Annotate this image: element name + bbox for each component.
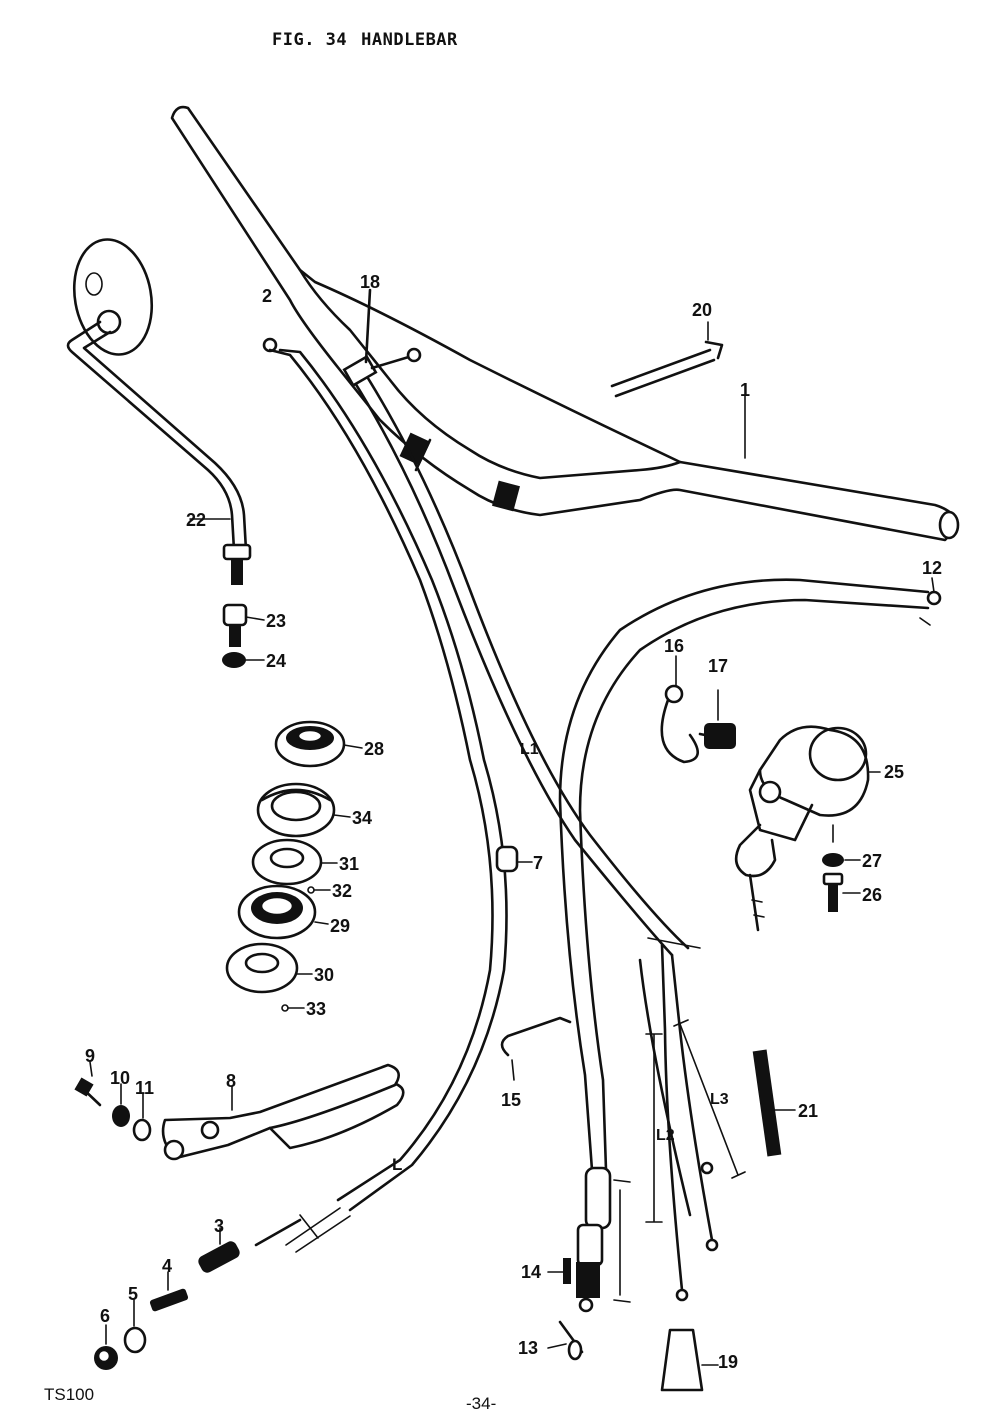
callout-28: 28 <box>364 739 384 759</box>
callout-32: 32 <box>332 881 352 901</box>
callout-12: 12 <box>922 558 942 578</box>
dimension-L: L <box>392 1155 402 1174</box>
callout-13: 13 <box>518 1338 538 1358</box>
callout-2: 2 <box>262 286 272 306</box>
callout-15: 15 <box>501 1090 521 1110</box>
callout-18: 18 <box>360 272 380 292</box>
callout-19: 19 <box>718 1352 738 1372</box>
dimension-marks <box>645 937 746 1223</box>
small-parts <box>500 321 796 1392</box>
callout-6: 6 <box>100 1306 110 1326</box>
steering-bearing-stack <box>225 720 363 1012</box>
figure-title: FIG. 34 HANDLEBAR <box>272 30 472 50</box>
callout-1: 1 <box>740 380 750 400</box>
callout-25: 25 <box>884 762 904 782</box>
callout-7: 7 <box>533 853 543 873</box>
callout-34: 34 <box>352 808 372 828</box>
figure-name: HANDLEBAR <box>361 30 458 50</box>
callout-33: 33 <box>306 999 326 1019</box>
ignition-switch <box>734 725 881 932</box>
callout-14: 14 <box>521 1262 541 1282</box>
callout-24: 24 <box>266 651 286 671</box>
callout-8: 8 <box>226 1071 236 1091</box>
callout-10: 10 <box>110 1068 130 1088</box>
callout-11: 11 <box>135 1078 154 1098</box>
callout-23: 23 <box>266 611 286 631</box>
callout-21: 21 <box>798 1101 818 1121</box>
mirror <box>66 238 252 585</box>
callout-27: 27 <box>862 851 882 871</box>
callout-16: 16 <box>664 636 684 656</box>
figure-number: FIG. 34 <box>272 30 348 50</box>
callout-5: 5 <box>128 1284 138 1304</box>
dimension-L1: L1 <box>520 741 539 758</box>
callout-30: 30 <box>314 965 334 985</box>
callout-22: 22 <box>186 510 206 530</box>
callout-labels: 1 2 3 4 5 6 7 8 9 10 11 12 13 14 15 16 1… <box>85 272 942 1372</box>
callout-3: 3 <box>214 1216 224 1236</box>
callout-29: 29 <box>330 916 350 936</box>
front-brake-cable <box>558 577 942 1313</box>
handlebar <box>170 105 960 542</box>
cable-adjusters <box>94 1227 240 1370</box>
mirror-nut-and-washer <box>222 603 265 668</box>
callout-17: 17 <box>708 656 728 676</box>
clutch-lever <box>74 1061 405 1161</box>
callout-9: 9 <box>85 1046 95 1066</box>
dimension-L3: L3 <box>710 1091 729 1108</box>
callout-4: 4 <box>162 1256 172 1276</box>
clutch-and-throttle-cables <box>254 288 719 1302</box>
callout-20: 20 <box>692 300 712 320</box>
page-number: -34- <box>466 1394 497 1413</box>
callout-26: 26 <box>862 885 882 905</box>
callout-31: 31 <box>339 854 359 874</box>
dimension-L2: L2 <box>656 1127 675 1144</box>
model-label: TS100 <box>44 1385 95 1404</box>
